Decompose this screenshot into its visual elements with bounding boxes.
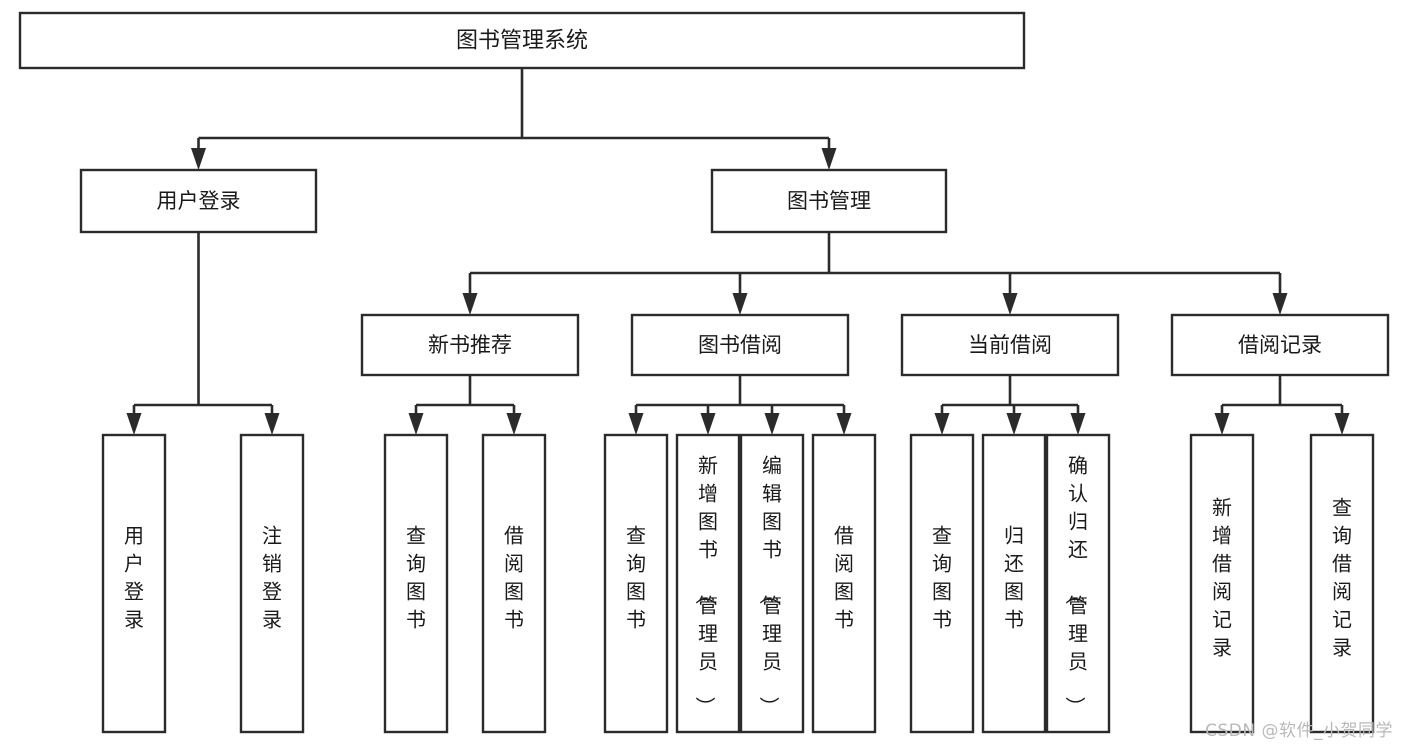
node-rect xyxy=(675,433,741,734)
leaf-label: 注销登录 xyxy=(262,524,282,632)
node-label: 新书推荐 xyxy=(428,333,512,357)
arrow-to-level3-0 xyxy=(462,293,478,315)
arrow-to-level3-1 xyxy=(732,293,748,315)
arrow-book-borrow-1 xyxy=(700,413,716,435)
node-level3-new-book-recommend[interactable]: 新书推荐 xyxy=(360,313,580,377)
node-level2-user-login[interactable]: 用户登录 xyxy=(79,168,318,234)
arrow-current-borrow-0 xyxy=(934,413,950,435)
arrow-book-borrow-3 xyxy=(836,413,852,435)
leaf-label: 查询图书 xyxy=(626,524,646,632)
leaf-book-borrow-0[interactable]: 查询图书 xyxy=(603,433,669,734)
leaf-label: 编辑图书（管理员） xyxy=(757,454,782,717)
node-label: 图书借阅 xyxy=(698,333,782,357)
leaf-current-borrow-1[interactable]: 归还图书 xyxy=(981,433,1047,734)
leaf-current-borrow-0[interactable]: 查询图书 xyxy=(909,433,975,734)
leaf-book-borrow-3[interactable]: 借阅图书 xyxy=(811,433,877,734)
node-rect xyxy=(603,433,669,734)
node-rect xyxy=(1170,313,1390,377)
leaf-book-borrow-1[interactable]: 新增图书（管理员） xyxy=(675,433,741,734)
leaf-label: 新增借阅记录 xyxy=(1212,496,1232,660)
arrow-borrow-record-0 xyxy=(1214,413,1230,435)
node-label: 图书管理 xyxy=(787,189,871,213)
node-rect xyxy=(630,313,850,377)
node-rect xyxy=(1045,433,1111,734)
node-rect xyxy=(710,168,948,234)
arrow-user-login-0 xyxy=(126,413,142,435)
leaf-new-book-recommend-0[interactable]: 查询图书 xyxy=(383,433,449,734)
leaf-borrow-record-0[interactable]: 新增借阅记录 xyxy=(1189,433,1255,734)
arrow-current-borrow-2 xyxy=(1070,413,1086,435)
node-rect xyxy=(481,433,547,734)
node-label: 用户登录 xyxy=(157,189,241,213)
node-rect xyxy=(360,313,580,377)
node-rect xyxy=(981,433,1047,734)
leaf-label: 借阅图书 xyxy=(504,524,524,632)
node-rect xyxy=(739,433,805,734)
leaf-label: 归还图书 xyxy=(1004,524,1024,632)
node-rect xyxy=(239,433,305,734)
leaf-label: 借阅图书 xyxy=(834,524,854,632)
arrow-current-borrow-1 xyxy=(1006,413,1022,435)
node-level3-current-borrow[interactable]: 当前借阅 xyxy=(900,313,1120,377)
leaf-user-login-1[interactable]: 注销登录 xyxy=(239,433,305,734)
leaf-user-login-0[interactable]: 用户登录 xyxy=(101,433,167,734)
arrow-to-level3-3 xyxy=(1272,293,1288,315)
arrow-borrow-record-1 xyxy=(1334,413,1350,435)
node-rect xyxy=(18,11,1026,70)
arrow-to-level3-2 xyxy=(1002,293,1018,315)
arrow-to-level2-1 xyxy=(821,148,837,170)
arrow-new-book-recommend-1 xyxy=(506,413,522,435)
node-rect xyxy=(1189,433,1255,734)
node-rect xyxy=(811,433,877,734)
node-level2-book-management[interactable]: 图书管理 xyxy=(710,168,948,234)
arrow-book-borrow-0 xyxy=(628,413,644,435)
leaf-label: 新增图书（管理员） xyxy=(693,454,718,717)
leaf-label: 查询借阅记录 xyxy=(1332,496,1352,660)
node-label: 图书管理系统 xyxy=(456,29,588,54)
node-label: 当前借阅 xyxy=(968,333,1052,357)
connectors-layer xyxy=(126,68,1350,435)
arrow-to-level2-0 xyxy=(191,148,206,170)
node-rect xyxy=(79,168,318,234)
node-rect xyxy=(909,433,975,734)
node-rect xyxy=(900,313,1120,377)
node-level3-book-borrow[interactable]: 图书借阅 xyxy=(630,313,850,377)
node-root-book-management-system[interactable]: 图书管理系统 xyxy=(18,11,1026,70)
node-level3-borrow-record[interactable]: 借阅记录 xyxy=(1170,313,1390,377)
leaf-borrow-record-1[interactable]: 查询借阅记录 xyxy=(1309,433,1375,734)
arrow-new-book-recommend-0 xyxy=(408,413,424,435)
node-rect xyxy=(101,433,167,734)
csdn-watermark: CSDN @软件_小贺同学 xyxy=(1205,721,1393,741)
leaf-book-borrow-2[interactable]: 编辑图书（管理员） xyxy=(739,433,805,734)
leaf-label: 查询图书 xyxy=(932,524,952,632)
nodes-layer: 图书管理系统用户登录图书管理新书推荐图书借阅当前借阅借阅记录用户登录注销登录查询… xyxy=(18,11,1390,734)
arrow-user-login-1 xyxy=(264,413,280,435)
leaf-label: 查询图书 xyxy=(406,524,426,632)
leaf-label: 确认归还（管理员） xyxy=(1063,454,1088,717)
leaf-label: 用户登录 xyxy=(124,524,144,632)
leaf-current-borrow-2[interactable]: 确认归还（管理员） xyxy=(1045,433,1111,734)
leaf-new-book-recommend-1[interactable]: 借阅图书 xyxy=(481,433,547,734)
arrow-book-borrow-2 xyxy=(764,413,780,435)
node-rect xyxy=(383,433,449,734)
node-label: 借阅记录 xyxy=(1238,333,1322,357)
node-rect xyxy=(1309,433,1375,734)
